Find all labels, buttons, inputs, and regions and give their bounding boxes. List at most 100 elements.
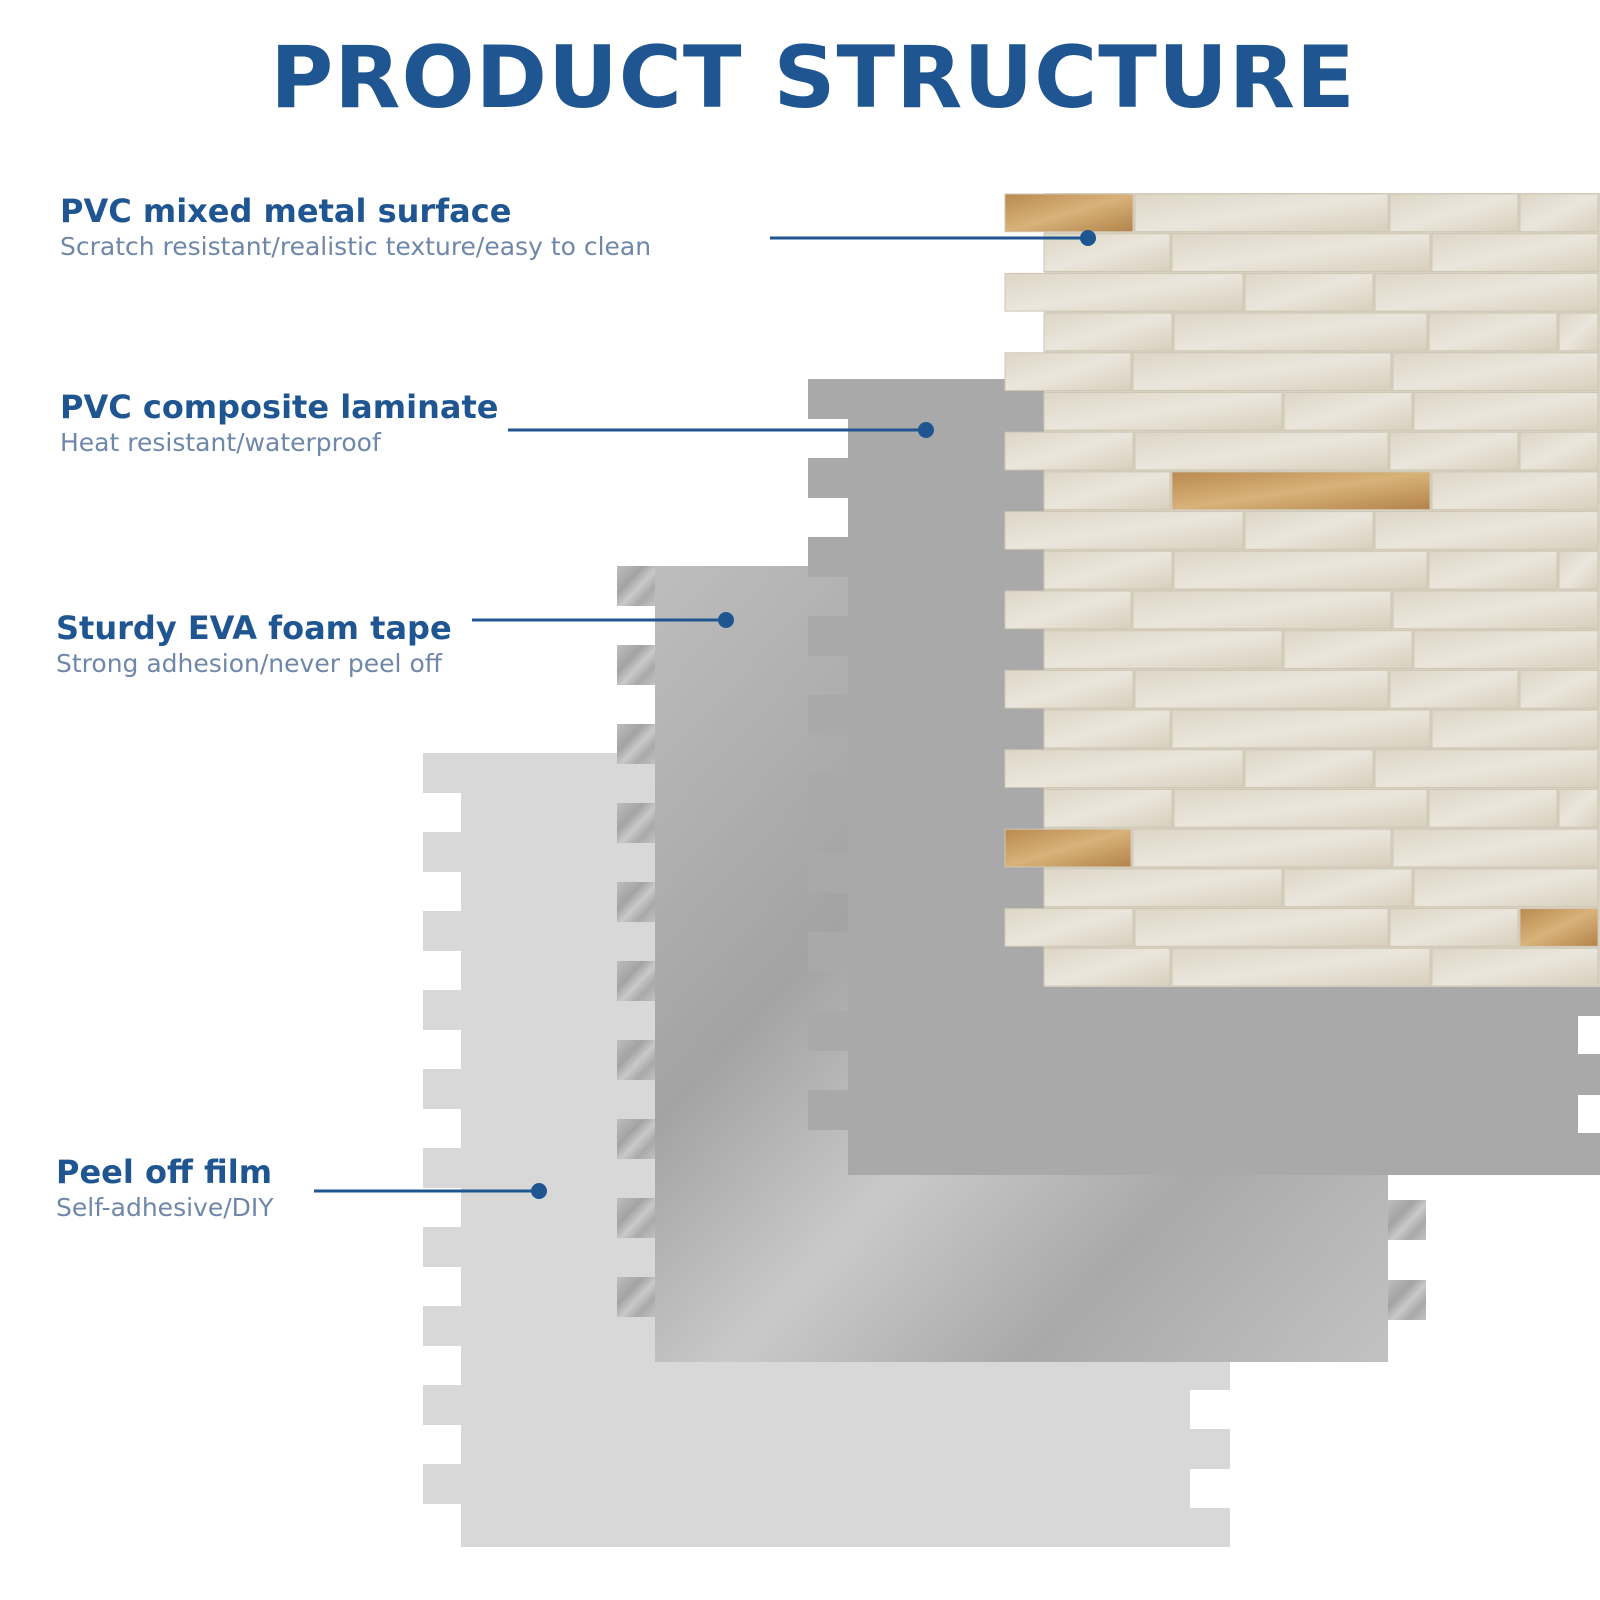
label-laminate-description: Heat resistant/waterproof — [60, 428, 381, 457]
surface-strip — [1134, 669, 1389, 709]
layer-tab — [423, 911, 461, 951]
label-film-description: Self-adhesive/DIY — [56, 1193, 274, 1222]
surface-strip — [1428, 550, 1558, 590]
surface-strip — [1043, 471, 1171, 511]
layer-tab — [808, 379, 848, 419]
layer-tab — [423, 1148, 461, 1188]
surface-strip — [1374, 749, 1599, 788]
leader-line-foam — [472, 612, 734, 628]
surface-strip — [1392, 828, 1599, 868]
surface-strip — [1283, 392, 1413, 431]
surface-strip — [1413, 868, 1599, 908]
layer-tab — [423, 1385, 461, 1425]
surface-strip — [1173, 312, 1428, 352]
surface-strip — [1043, 312, 1173, 352]
surface-strip — [1004, 272, 1244, 312]
label-film-title: Peel off film — [56, 1153, 273, 1191]
surface-strip — [1283, 630, 1413, 669]
surface-strip — [1134, 431, 1389, 471]
layer-tab — [617, 1119, 655, 1159]
surface-strip — [1043, 233, 1171, 272]
label-foam: Sturdy EVA foam tape Strong adhesion/nev… — [56, 609, 452, 681]
layer-tab — [617, 1277, 655, 1317]
surface-strip — [1004, 352, 1132, 391]
surface-strip — [1043, 392, 1283, 431]
label-foam-description: Strong adhesion/never peel off — [56, 649, 442, 678]
surface-strip — [1132, 352, 1392, 391]
layer-tab — [808, 774, 848, 814]
surface-strip — [1519, 669, 1599, 709]
label-surface-description: Scratch resistant/realistic texture/easy… — [60, 232, 652, 261]
layer-tab — [617, 882, 655, 922]
surface-strip — [1043, 868, 1283, 908]
layer-tab — [808, 616, 848, 656]
surface-strip — [1413, 630, 1599, 669]
label-laminate: PVC composite laminate Heat resistant/wa… — [60, 388, 498, 460]
surface-strip — [1171, 947, 1431, 987]
layer-tab — [617, 1198, 655, 1238]
layer-tab — [617, 566, 655, 606]
surface-strip — [1004, 431, 1134, 471]
surface-strip — [1431, 709, 1599, 749]
surface-strip — [1431, 947, 1599, 987]
surface-strip — [1043, 630, 1283, 669]
leader-dot — [531, 1183, 547, 1199]
surface-strip — [1428, 312, 1558, 352]
surface-strip — [1244, 511, 1374, 550]
layer-tab — [808, 853, 848, 893]
leader-line-film — [314, 1183, 547, 1199]
label-film: Peel off film Self-adhesive/DIY — [56, 1153, 274, 1225]
surface-strip — [1004, 511, 1244, 550]
pvc-mixed-metal-surface-layer — [1004, 193, 1600, 987]
surface-strip — [1043, 947, 1171, 987]
layer-tab — [808, 932, 848, 972]
surface-strip — [1171, 233, 1431, 272]
surface-strip — [1392, 590, 1599, 630]
surface-strip — [1004, 908, 1134, 947]
surface-strip — [1043, 550, 1173, 590]
layer-tab — [1388, 1280, 1426, 1320]
surface-strip — [1173, 789, 1428, 828]
surface-strip — [1389, 431, 1519, 471]
surface-strip — [1374, 511, 1599, 550]
surface-strip — [1171, 709, 1431, 749]
layer-tab — [423, 753, 461, 793]
layer-tab — [617, 1040, 655, 1080]
surface-strip — [1431, 471, 1599, 511]
surface-strip — [1134, 908, 1389, 947]
layer-tab — [423, 1464, 461, 1504]
leader-dot — [1080, 230, 1096, 246]
layer-notch — [1578, 1016, 1600, 1054]
surface-strip — [1173, 550, 1428, 590]
surface-strip — [1043, 709, 1171, 749]
surface-strip — [1132, 828, 1392, 868]
label-surface: PVC mixed metal surface Scratch resistan… — [60, 192, 651, 264]
surface-strip — [1283, 868, 1413, 908]
surface-strip — [1244, 272, 1374, 312]
surface-strip — [1431, 233, 1599, 272]
label-foam-title: Sturdy EVA foam tape — [56, 609, 452, 647]
layer-tab — [1190, 1508, 1230, 1547]
leader-dot — [918, 422, 934, 438]
surface-strip — [1004, 749, 1244, 788]
leader-line-laminate — [508, 422, 934, 438]
surface-strip — [1392, 352, 1599, 391]
layer-tab — [808, 458, 848, 498]
layer-tab — [617, 645, 655, 685]
leader-line-surface — [770, 230, 1096, 246]
layer-tab — [423, 1069, 461, 1109]
surface-strip — [1558, 312, 1599, 352]
surface-strip — [1132, 590, 1392, 630]
surface-strip — [1519, 908, 1599, 947]
surface-strip — [1004, 193, 1134, 233]
layer-tab — [808, 695, 848, 735]
layer-tab — [1190, 1429, 1230, 1469]
label-surface-title: PVC mixed metal surface — [60, 192, 512, 230]
surface-strip — [1134, 193, 1389, 233]
surface-strip — [1413, 392, 1599, 431]
layer-tab — [617, 803, 655, 843]
layer-tab — [808, 1011, 848, 1051]
layer-tab — [423, 832, 461, 872]
layer-tab — [808, 1090, 848, 1130]
